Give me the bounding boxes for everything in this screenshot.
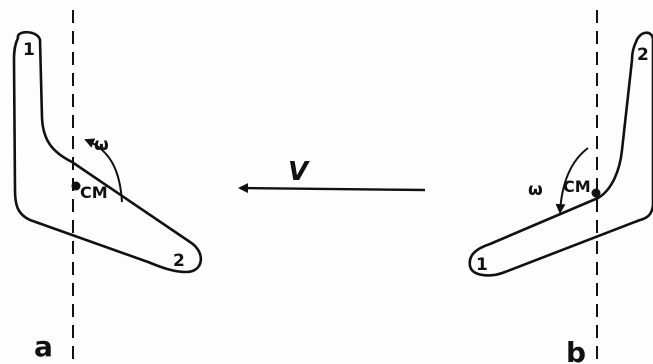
right-cm-dot xyxy=(592,189,601,198)
right-tip-label-1: 1 xyxy=(476,255,488,275)
velocity-label: V xyxy=(288,157,310,187)
velocity-group: V xyxy=(240,157,425,190)
right-boomerang-group: 2 1 ω CM b xyxy=(470,10,653,364)
right-omega-label: ω xyxy=(528,180,543,200)
right-cm-label: CM xyxy=(563,177,591,196)
left-omega-label: ω xyxy=(94,135,109,155)
left-tip-label-1: 1 xyxy=(23,40,35,60)
right-tip-label-2: 2 xyxy=(637,45,649,65)
left-cm-label: CM xyxy=(80,183,108,202)
left-boomerang-group: 1 2 ω CM a xyxy=(14,10,201,363)
velocity-arrow xyxy=(240,188,425,190)
right-boomerang-outline xyxy=(470,33,653,276)
left-tip-label-2: 2 xyxy=(173,251,185,271)
right-axis-label: b xyxy=(566,336,586,364)
left-axis-label: a xyxy=(34,330,53,363)
